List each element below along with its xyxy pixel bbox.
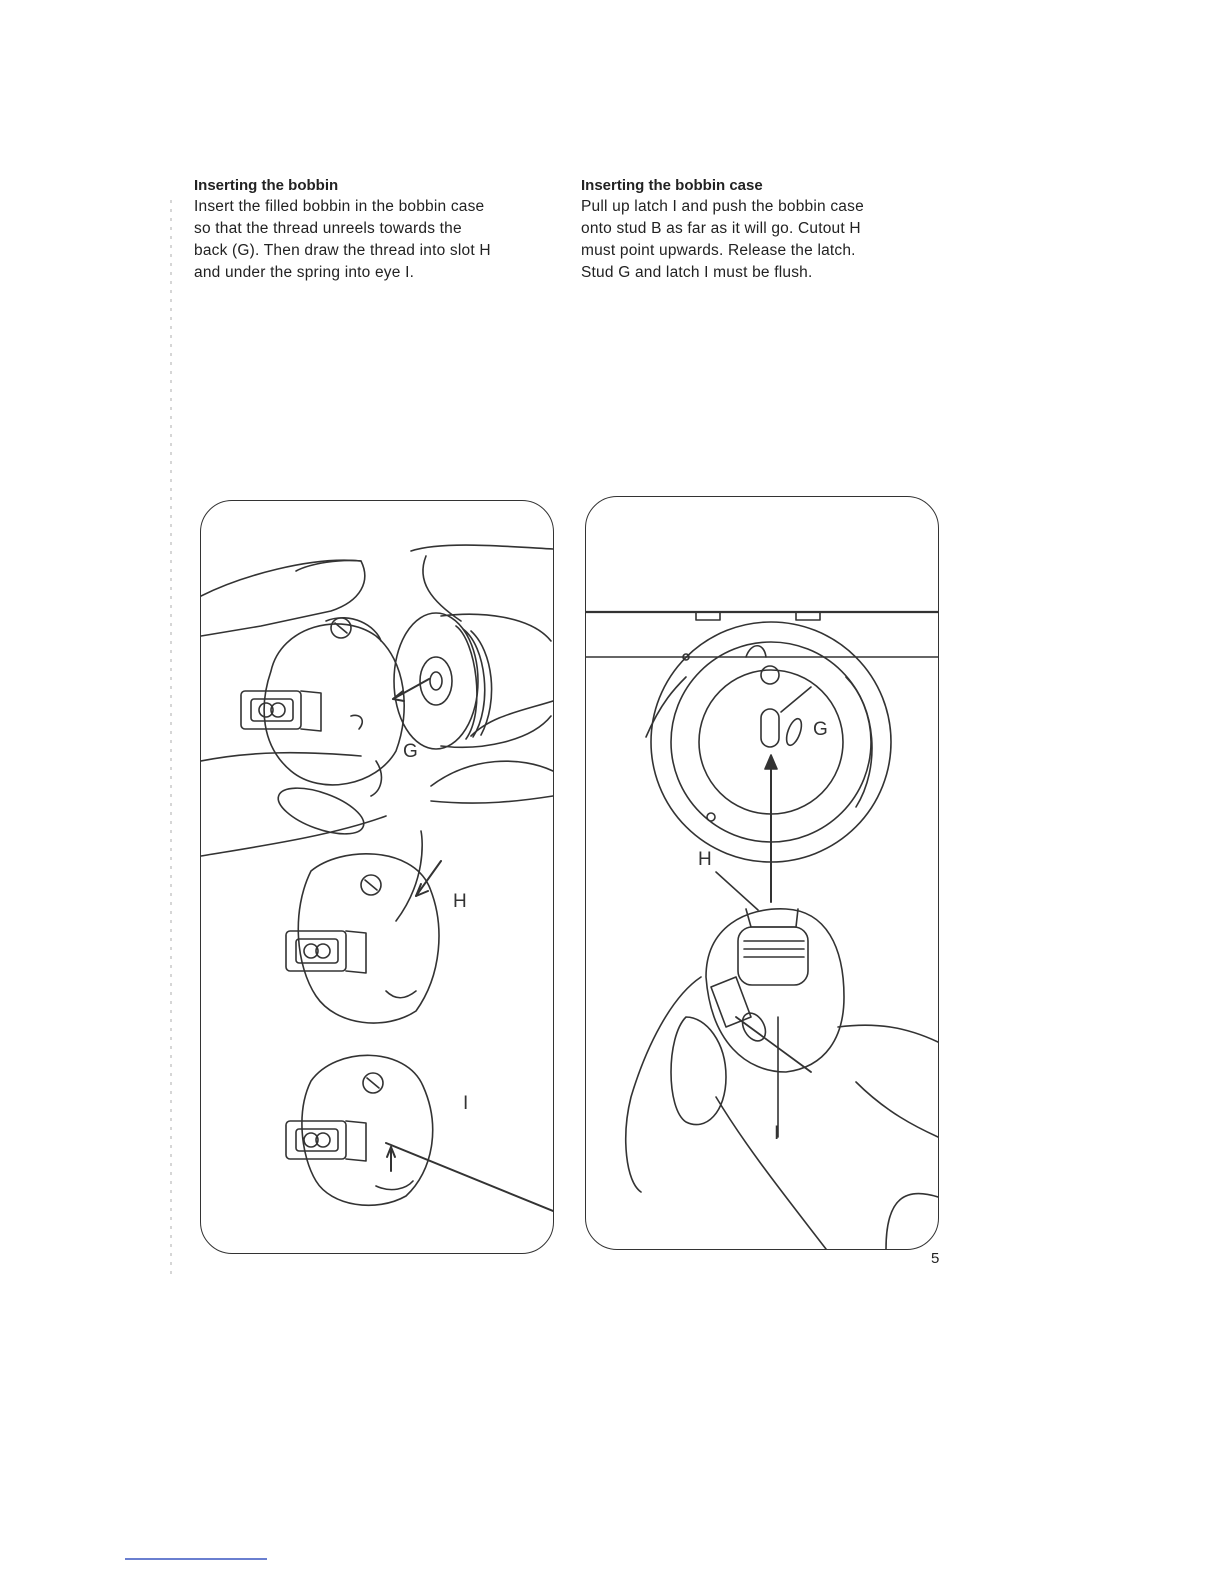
slot-h-arrow <box>415 860 442 897</box>
body-line: onto stud B as far as it will go. Cutout… <box>581 220 861 237</box>
stud-g <box>760 708 780 748</box>
section-inserting-bobbin: Inserting the bobbin Insert the filled b… <box>194 176 559 284</box>
callout-h: H <box>698 849 712 870</box>
callout-g: G <box>813 719 828 740</box>
page-number: 5 <box>931 1250 940 1267</box>
bobbin-case-eye-i <box>285 1054 553 1212</box>
callout-i: I <box>774 1123 780 1144</box>
body-line: must point upwards. Release the latch. <box>581 242 856 259</box>
thread-line <box>385 1142 553 1212</box>
body-line: and under the spring into eye I. <box>194 264 415 281</box>
callout-h: H <box>453 891 467 912</box>
callout-g: G <box>403 741 418 762</box>
body-line: Stud G and latch I must be flush. <box>581 264 813 281</box>
bobbin-in-case <box>737 926 809 986</box>
bobbin-case-open <box>240 616 405 786</box>
insert-arrow <box>392 678 430 700</box>
illustration-bobbin-insertion: G H I <box>200 500 554 1254</box>
bobbin-case-insertion-drawing <box>586 610 938 1249</box>
thumb <box>670 1016 727 1126</box>
bobbin-spool <box>393 612 552 750</box>
scan-edge-artifact <box>170 200 172 1280</box>
thread-tail <box>625 976 702 1193</box>
illustration-bobbin-case-insertion: G H I <box>585 496 939 1250</box>
finger-top-right <box>410 544 553 552</box>
stud-b <box>760 665 780 685</box>
bobbin-insertion-drawing <box>201 544 553 1212</box>
body-line: Pull up latch I and push the bobbin case <box>581 198 864 215</box>
bobbin-case-in-hand <box>705 908 845 1138</box>
callout-i: I <box>463 1093 469 1114</box>
section-heading: Inserting the bobbin case <box>581 177 763 194</box>
section-inserting-bobbin-case: Inserting the bobbin case Pull up latch … <box>581 176 941 284</box>
section-heading: Inserting the bobbin <box>194 177 339 194</box>
body-line: Insert the filled bobbin in the bobbin c… <box>194 198 485 215</box>
push-arrow-head <box>764 754 778 770</box>
body-line: back (G). Then draw the thread into slot… <box>194 242 491 259</box>
bobbin-case-slot-h <box>285 830 442 1024</box>
hook-race <box>645 621 892 903</box>
finger-bottom-left <box>277 787 365 835</box>
body-line: so that the thread unreels towards the <box>194 220 462 237</box>
finger-bottom-right <box>430 760 553 787</box>
latch-i <box>735 1016 812 1073</box>
footer-rule <box>125 1558 267 1560</box>
